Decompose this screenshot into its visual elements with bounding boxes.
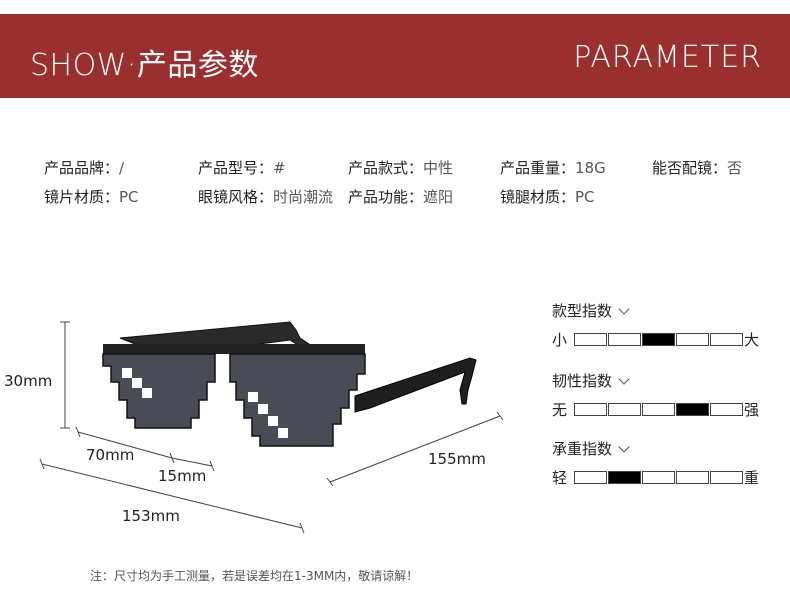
param-brand: 产品品牌：/ (44, 157, 124, 178)
index-scale-load: 轻 重 (552, 467, 782, 487)
index-title-fit: 款型指数 (552, 300, 630, 321)
param-key: 眼镜风格： (198, 188, 274, 206)
param-key: 产品型号： (198, 159, 274, 177)
dim-frame-width: 153mm (122, 507, 180, 525)
index-scale-toughness: 无 强 (552, 399, 782, 419)
scale-cell-active (608, 471, 641, 484)
frame-top-bar (103, 344, 365, 354)
scale-cell (710, 471, 743, 484)
param-value: 中性 (423, 159, 454, 177)
scale-cell (574, 471, 607, 484)
index-title-text: 承重指数 (552, 440, 613, 458)
scale-cell (574, 403, 607, 416)
index-title-load: 承重指数 (552, 438, 630, 459)
param-key: 产品重量： (500, 159, 576, 177)
index-title-text: 款型指数 (552, 302, 613, 320)
scale-cell (608, 333, 641, 346)
scale-high-label: 强 (744, 401, 760, 419)
param-key: 镜片材质： (44, 188, 120, 206)
scale-cells (574, 471, 744, 484)
scale-cell (710, 333, 743, 346)
scale-high-label: 重 (744, 469, 760, 487)
param-value: PC (119, 188, 139, 206)
dimension-lines (39, 321, 504, 534)
scale-cell (710, 403, 743, 416)
dim-height: 30mm (4, 372, 53, 390)
scale-high-label: 大 (744, 331, 760, 349)
scale-cell-active (642, 333, 675, 346)
param-value: 否 (727, 159, 743, 177)
param-value: / (119, 159, 125, 177)
scale-cell (642, 471, 675, 484)
chevron-down-icon (618, 373, 630, 385)
param-value: PC (575, 188, 595, 206)
param-key: 产品品牌： (44, 159, 120, 177)
param-weight: 产品重量：18G (500, 157, 606, 178)
param-value: 时尚潮流 (273, 188, 334, 206)
scale-cell-active (676, 403, 709, 416)
header-title-right: PARAMETER (573, 40, 762, 75)
param-value: 18G (575, 159, 606, 177)
header-banner: SHOW·产品参数 PARAMETER (0, 14, 790, 98)
chevron-down-icon (618, 441, 630, 453)
param-value: 遮阳 (423, 188, 454, 206)
measurement-note: 注：尺寸均为手工测量，若是误差均在1-3MM内，敬请谅解！ (90, 569, 419, 583)
index-scale-fit: 小 大 (552, 329, 782, 349)
param-prescription: 能否配镜：否 (652, 157, 742, 178)
scale-cell (574, 333, 607, 346)
scale-cell (676, 471, 709, 484)
header-title-left: SHOW·产品参数 (30, 48, 259, 83)
glasses-diagram (39, 321, 504, 534)
scale-cell (608, 403, 641, 416)
left-lens (102, 353, 216, 429)
scale-cell (642, 403, 675, 416)
scale-low-label: 轻 (552, 469, 568, 487)
dim-temple-length: 155mm (428, 450, 486, 468)
scale-cells (574, 403, 744, 416)
param-key: 能否配镜： (652, 159, 728, 177)
left-lens-pixels (122, 368, 152, 398)
param-model: 产品型号：# (198, 157, 286, 178)
param-style: 产品款式：中性 (348, 157, 453, 178)
scale-low-label: 无 (552, 401, 568, 419)
param-key: 镜腿材质： (500, 188, 576, 206)
scale-low-label: 小 (552, 331, 568, 349)
dim-bridge: 15mm (158, 467, 207, 485)
param-key: 产品功能： (348, 188, 424, 206)
scale-cells (574, 333, 744, 346)
near-temple (354, 357, 477, 413)
param-value: # (273, 159, 286, 177)
param-function: 产品功能：遮阳 (348, 186, 453, 207)
param-key: 产品款式： (348, 159, 424, 177)
index-title-toughness: 韧性指数 (552, 370, 630, 391)
right-lens-pixels (248, 392, 288, 438)
param-glasses-style: 眼镜风格：时尚潮流 (198, 186, 333, 207)
index-title-text: 韧性指数 (552, 372, 613, 390)
right-lens (229, 353, 366, 447)
chevron-down-icon (618, 303, 630, 315)
scale-cell (676, 333, 709, 346)
param-lens-material: 镜片材质：PC (44, 186, 139, 207)
param-temple-material: 镜腿材质：PC (500, 186, 595, 207)
dim-lens-width: 70mm (86, 446, 135, 464)
